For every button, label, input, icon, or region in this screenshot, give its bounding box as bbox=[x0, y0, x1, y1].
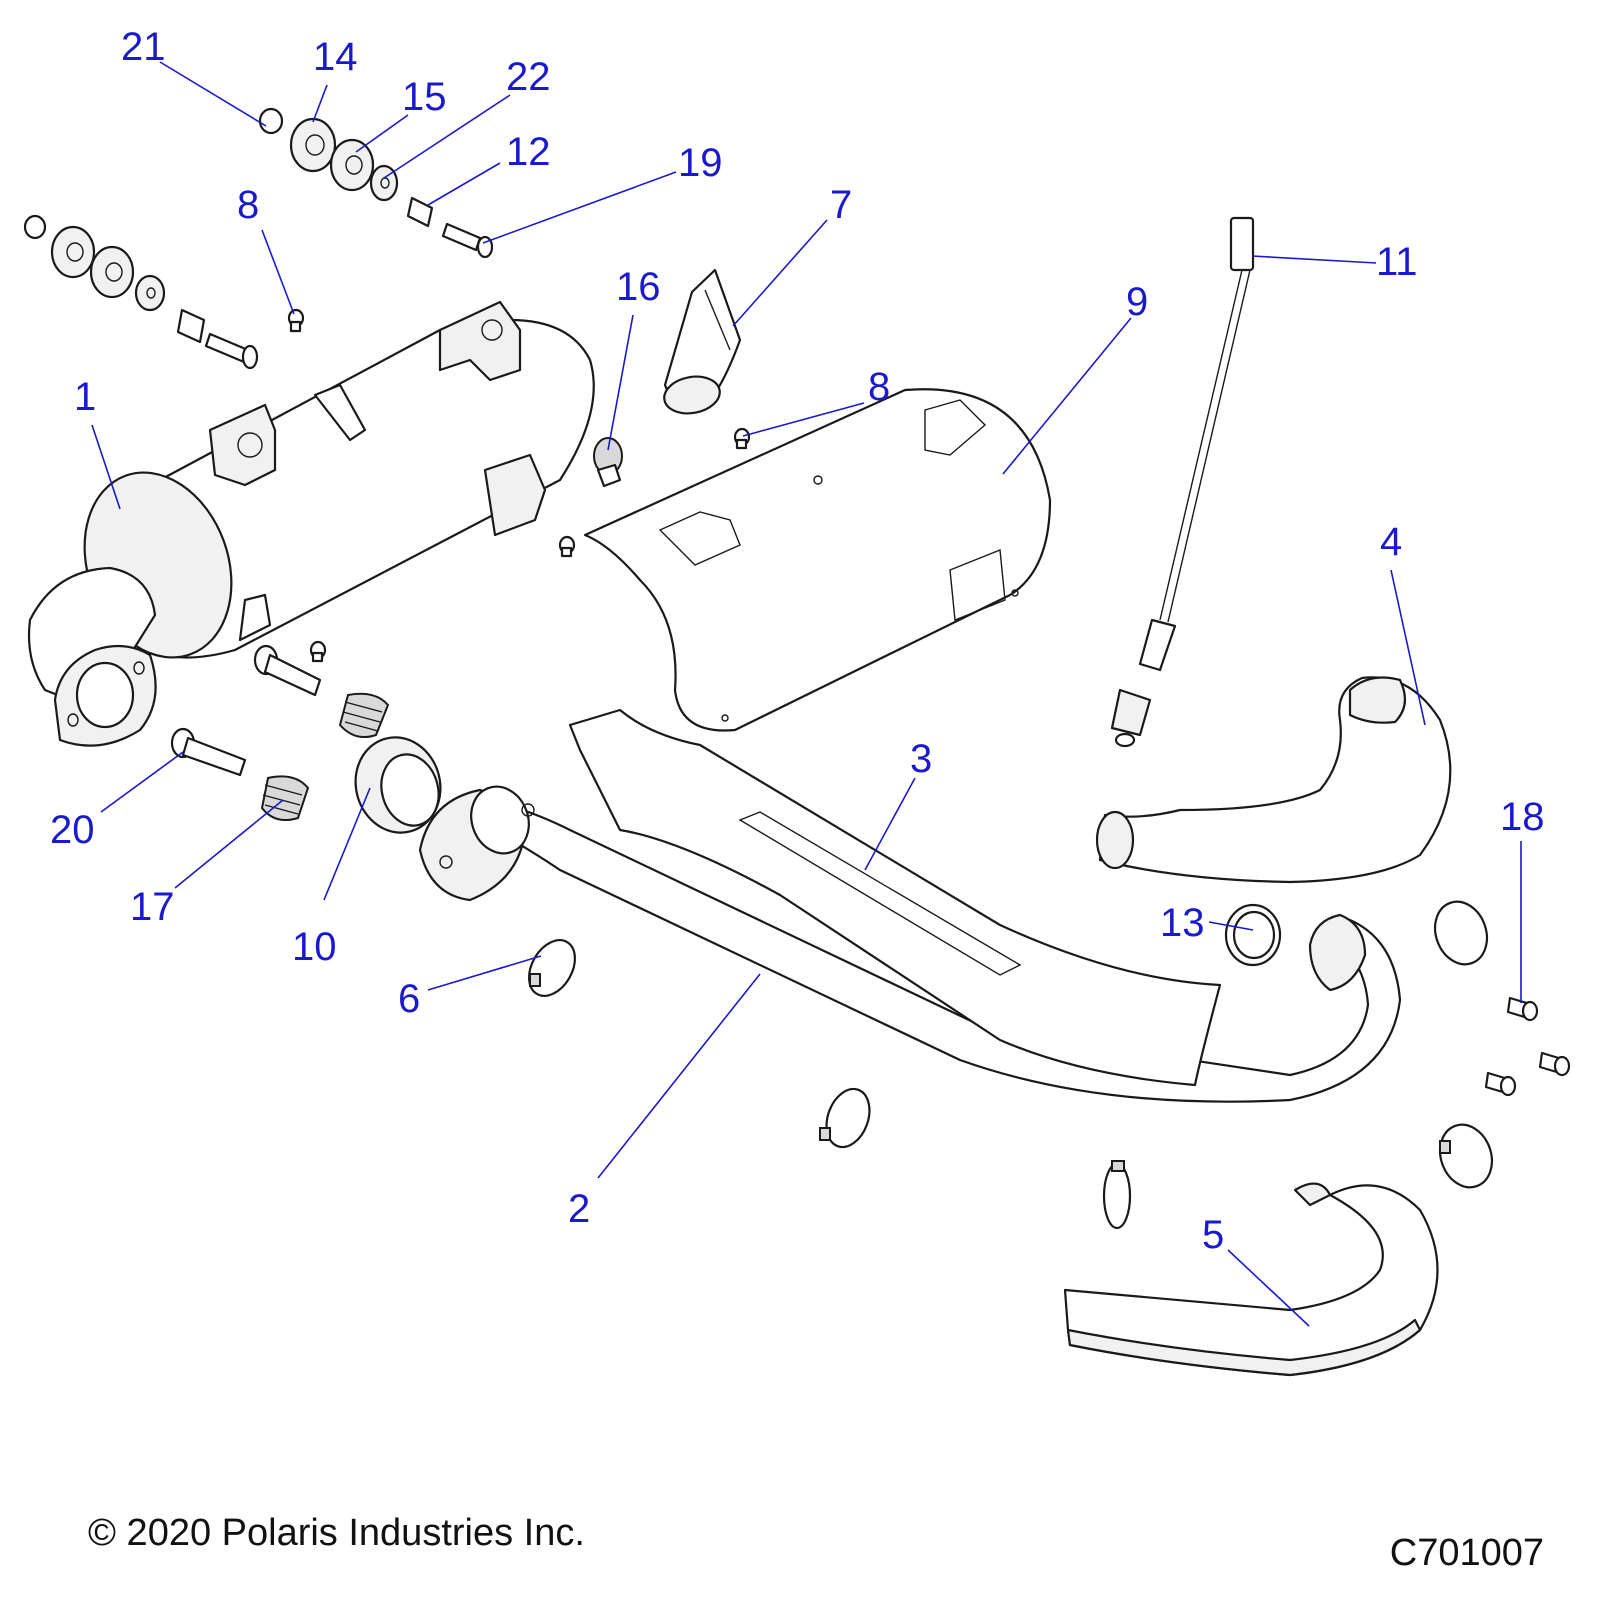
callout-14: 14 bbox=[313, 35, 358, 79]
head-pipe bbox=[1095, 676, 1452, 884]
muffler-fasteners bbox=[309, 427, 751, 663]
mid-pipe bbox=[418, 785, 1402, 1103]
callout-21: 21 bbox=[121, 25, 166, 69]
callout-18: 18 bbox=[1500, 795, 1545, 839]
callout-6: 6 bbox=[398, 977, 420, 1021]
drawing-code: C701007 bbox=[1389, 1532, 1544, 1574]
hardware-stack-left bbox=[23, 214, 305, 370]
head-pipe-gasket bbox=[1224, 903, 1282, 967]
callout-1: 1 bbox=[74, 375, 96, 419]
exhaust-gasket-ring bbox=[354, 736, 442, 834]
callout-9: 9 bbox=[1126, 280, 1148, 324]
flange-screws bbox=[1484, 996, 1571, 1097]
callout-labels: 21 14 15 22 12 19 8 7 16 11 9 1 8 4 3 18… bbox=[50, 25, 1545, 1257]
callout-11: 11 bbox=[1376, 240, 1418, 284]
callout-19: 19 bbox=[678, 141, 723, 185]
clamps bbox=[527, 900, 1494, 1230]
callout-8-upper: 8 bbox=[237, 183, 259, 227]
callout-leaders bbox=[91, 61, 1522, 1327]
callout-15: 15 bbox=[402, 75, 447, 119]
callout-13: 13 bbox=[1160, 901, 1205, 945]
callout-4: 4 bbox=[1380, 520, 1402, 564]
callout-22: 22 bbox=[506, 55, 551, 99]
mid-pipe-heat-shield bbox=[568, 708, 1222, 1087]
callout-7: 7 bbox=[830, 183, 852, 227]
callout-20: 20 bbox=[50, 808, 95, 852]
callout-16: 16 bbox=[616, 265, 661, 309]
callout-3: 3 bbox=[910, 737, 932, 781]
copyright-notice: © 2020 Polaris Industries Inc. bbox=[88, 1512, 585, 1554]
oxygen-sensor bbox=[1110, 216, 1255, 748]
callout-5: 5 bbox=[1202, 1213, 1224, 1257]
callout-17: 17 bbox=[130, 885, 175, 929]
callout-10: 10 bbox=[292, 925, 337, 969]
callout-12: 12 bbox=[506, 130, 551, 174]
springs-and-bolts bbox=[170, 644, 390, 821]
callout-8-lower: 8 bbox=[868, 365, 890, 409]
spark-arrestor-tip bbox=[663, 268, 742, 415]
head-pipe-heat-shield bbox=[1063, 1182, 1439, 1377]
muffler-heat-shield bbox=[583, 388, 1052, 732]
hardware-stack-upper bbox=[258, 107, 494, 259]
callout-2: 2 bbox=[568, 1187, 590, 1231]
muffler bbox=[27, 300, 595, 747]
